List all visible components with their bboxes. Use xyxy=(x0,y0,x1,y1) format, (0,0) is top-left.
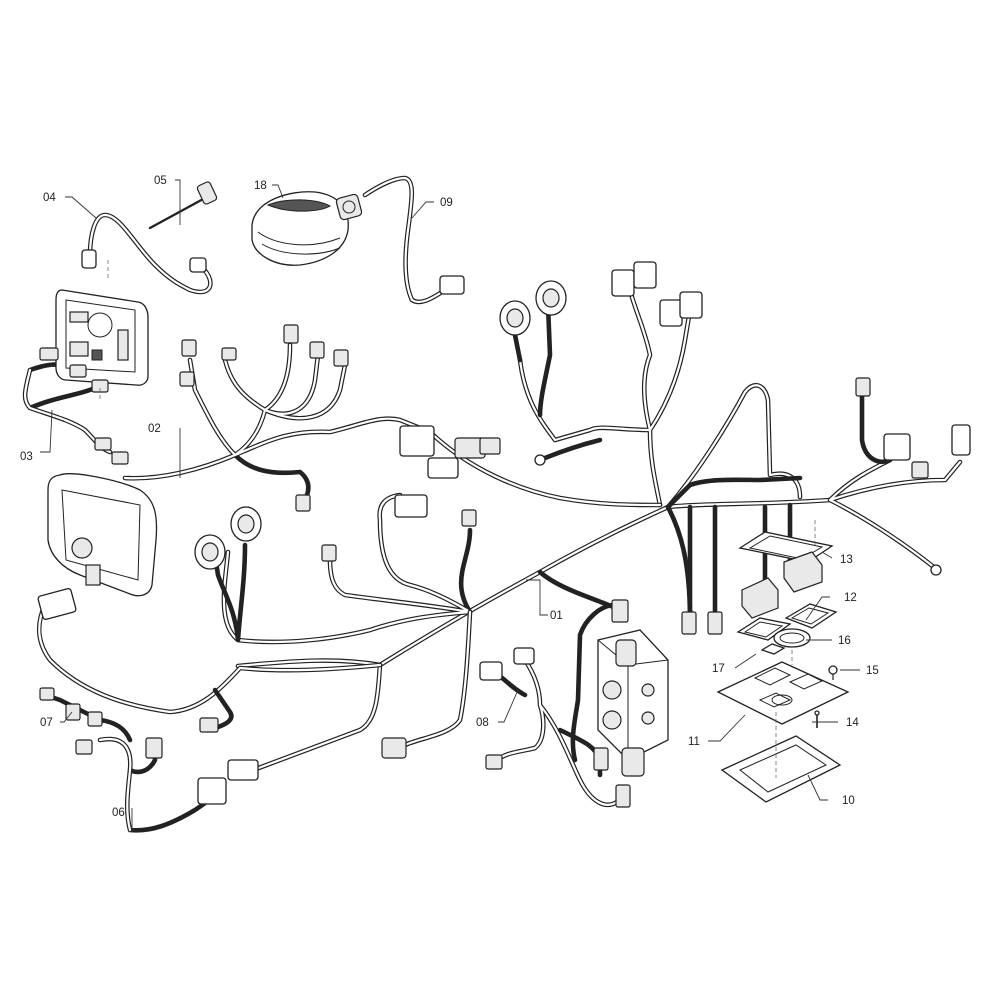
alignment-guides xyxy=(99,260,816,778)
callout-07: 07 xyxy=(40,717,53,729)
o-ring-16 xyxy=(773,628,811,648)
callout-03: 03 xyxy=(20,451,33,463)
harness-02-inner xyxy=(123,343,432,480)
mounting-plate-11 xyxy=(716,661,850,725)
control-unit-housing xyxy=(47,473,158,597)
harness-07 xyxy=(42,692,133,743)
callout-15: 15 xyxy=(866,665,879,677)
callout-labels: 01 02 03 04 05 06 07 08 09 10 11 12 13 1… xyxy=(20,175,879,819)
screw-15 xyxy=(828,665,838,680)
callout-14: 14 xyxy=(846,717,859,729)
harness-06-inner xyxy=(98,737,132,832)
harness-01-right-connectors-inner xyxy=(828,458,962,570)
callout-09: 09 xyxy=(440,197,453,209)
antenna-rod-05 xyxy=(148,181,218,230)
harness-01-drops-to-plugs xyxy=(687,502,793,623)
harness-01-main-trunk xyxy=(235,497,833,669)
harness-01-upper-right-branch-inner xyxy=(666,384,802,509)
callout-13: 13 xyxy=(840,554,853,566)
seal-17 xyxy=(760,643,786,655)
frame-gasket-10 xyxy=(720,735,842,803)
harness-01-socket-leads xyxy=(212,542,248,643)
harness-connectors xyxy=(37,261,971,808)
harness-01-lower-branch xyxy=(237,609,473,778)
harness-08-inner xyxy=(493,658,622,806)
callout-04: 04 xyxy=(43,192,56,204)
harness-01-lower-branch-inner xyxy=(238,610,472,777)
callout-06: 06 xyxy=(112,807,125,819)
cable-09-connectors xyxy=(335,193,465,295)
cable-09-inner xyxy=(363,176,447,304)
harness-02-right-link-inner xyxy=(428,430,662,507)
callout-02: 02 xyxy=(148,423,161,435)
harness-02 xyxy=(122,342,433,503)
callout-12: 12 xyxy=(844,592,857,604)
callout-18: 18 xyxy=(254,180,267,192)
harness-01-left-long-branch-inner xyxy=(38,603,382,714)
valve-block xyxy=(597,629,669,777)
harness-01-connector-drop-a xyxy=(859,392,893,465)
gasket-12 xyxy=(736,603,838,641)
callout-08: 08 xyxy=(476,717,489,729)
callout-16: 16 xyxy=(838,635,851,647)
harness-components xyxy=(37,181,971,808)
gps-receiver-18 xyxy=(251,191,349,266)
cable-04-connectors xyxy=(81,249,207,273)
cable-04-inner xyxy=(88,213,212,294)
cable-09 xyxy=(362,175,448,305)
harness-01-upper-mid-branch-inner xyxy=(518,288,692,507)
harness-01-main-trunk-inner xyxy=(236,498,832,668)
switch-modules xyxy=(741,551,823,619)
harness-wires xyxy=(22,175,963,833)
callout-11: 11 xyxy=(688,736,700,748)
harness-01-ground-lead xyxy=(542,437,603,461)
harness-01-left-branches xyxy=(221,492,473,645)
callout-17: 17 xyxy=(712,663,725,675)
callout-05: 05 xyxy=(154,175,167,187)
pin-14 xyxy=(814,710,820,728)
harness-01-left-branches-inner xyxy=(222,493,472,644)
harness-01-right-connectors xyxy=(827,457,963,571)
callout-10: 10 xyxy=(842,795,855,807)
harness-01-mid-branch xyxy=(665,475,803,510)
display-terminal xyxy=(55,289,149,386)
bracket-13 xyxy=(738,531,834,563)
callout-leaders xyxy=(40,179,860,830)
callout-01: 01 xyxy=(550,610,563,622)
circular-connectors xyxy=(194,280,567,570)
